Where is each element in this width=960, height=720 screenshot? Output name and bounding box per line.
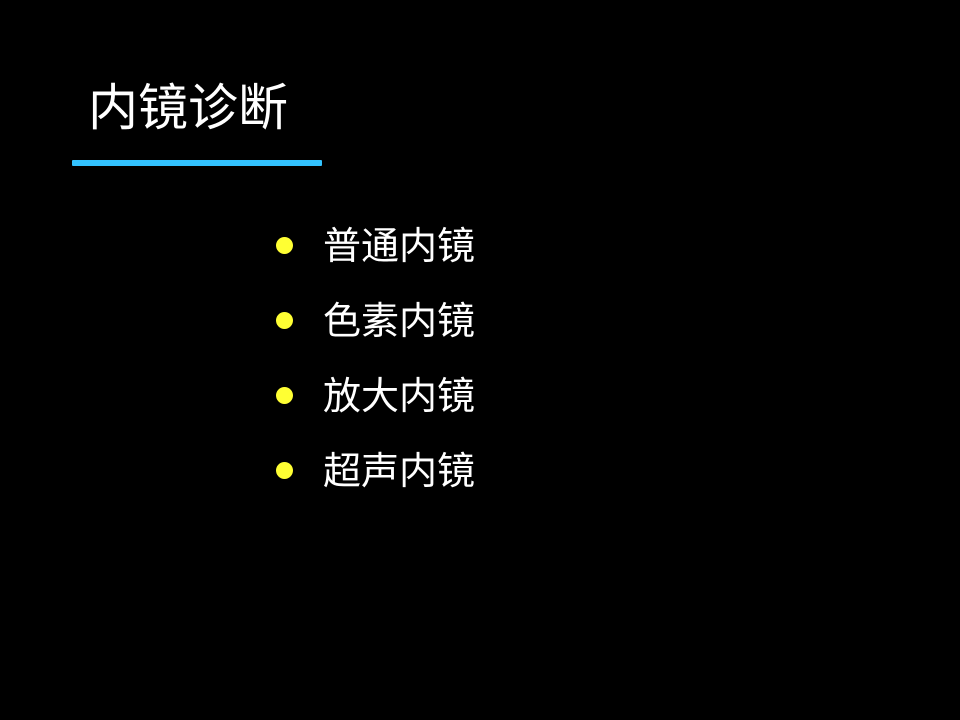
bullet-dot-icon xyxy=(276,312,293,329)
bullet-dot-icon xyxy=(276,237,293,254)
list-item: 放大内镜 xyxy=(276,358,475,433)
bullet-dot-icon xyxy=(276,462,293,479)
list-item-label: 超声内镜 xyxy=(323,448,476,493)
bullet-list: 普通内镜 色素内镜 放大内镜 超声内镜 xyxy=(276,208,475,508)
list-item: 超声内镜 xyxy=(276,433,475,508)
title-underline xyxy=(72,160,322,166)
list-item: 色素内镜 xyxy=(276,283,475,358)
list-item-label: 放大内镜 xyxy=(323,373,476,418)
list-item-label: 色素内镜 xyxy=(323,298,476,343)
list-item: 普通内镜 xyxy=(276,208,475,283)
bullet-dot-icon xyxy=(276,387,293,404)
list-item-label: 普通内镜 xyxy=(323,223,476,268)
slide-title: 内镜诊断 xyxy=(88,79,288,137)
